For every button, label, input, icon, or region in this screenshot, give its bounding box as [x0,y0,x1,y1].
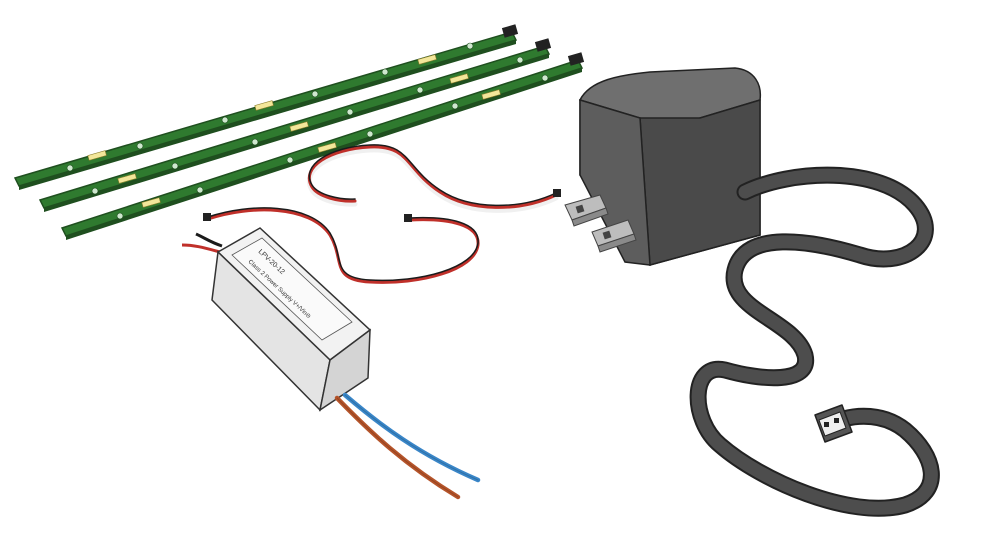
jumper-wire-upper [307,144,561,213]
plug-prongs [564,194,637,253]
cord-connector [814,404,853,443]
wall-adapter [564,67,762,266]
jumper-wire-lower [203,207,480,284]
led-driver: LPV-20-12 Class 2 Power Supply V+/Vin⊖ [181,227,481,500]
adapter-cord [689,166,940,517]
strip-components [66,42,549,220]
led-strips [13,24,585,240]
led-chips [87,54,501,208]
